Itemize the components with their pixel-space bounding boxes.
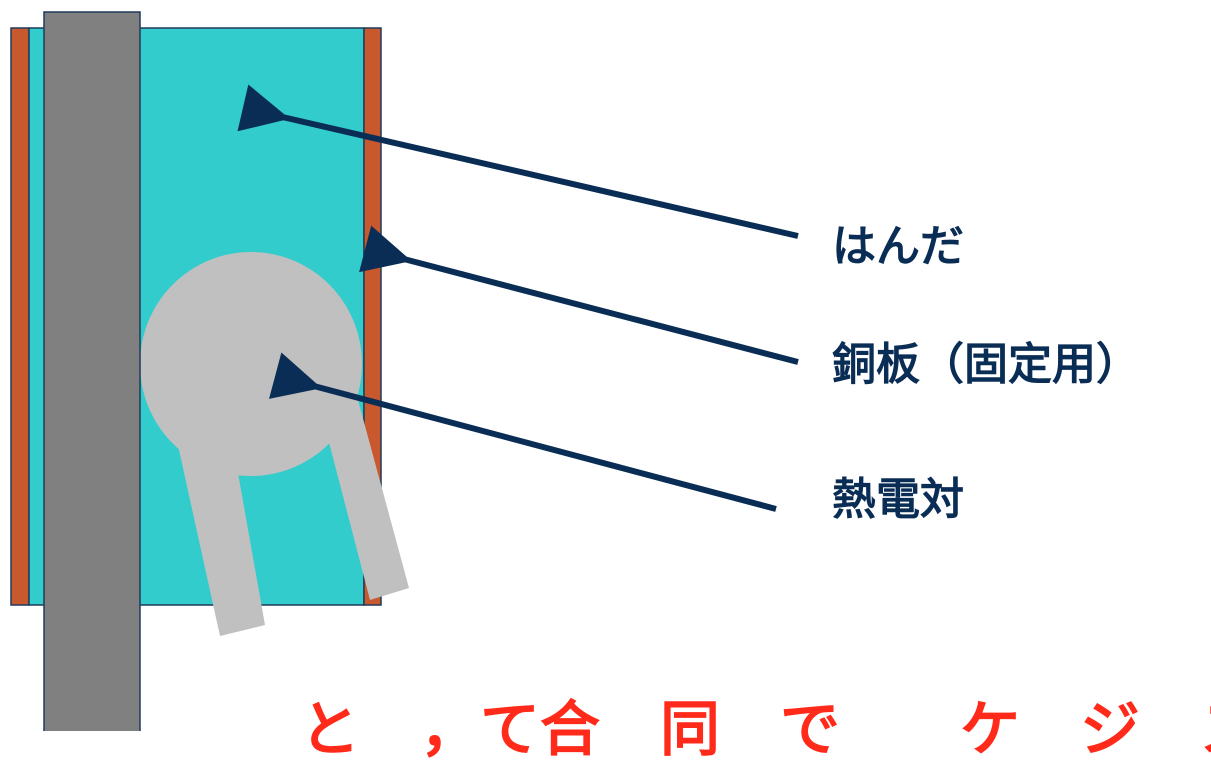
arrow-thermocouple <box>269 352 777 512</box>
thermocouple-leg-right <box>318 400 409 600</box>
thermocouple-bead <box>140 252 362 476</box>
arrow-solder <box>237 84 799 239</box>
thermocouple-label: 熱電対 <box>832 474 964 525</box>
footer-caption: と ，て合 同 で ケ ジ ス <box>300 695 1211 765</box>
solder-label: はんだ <box>832 221 964 272</box>
central-rod <box>43 11 141 731</box>
copper-plate-left <box>10 27 30 606</box>
arrow-copper-plate <box>359 225 799 365</box>
cross-section-diagram <box>10 11 799 731</box>
copper-plate-label: 銅板（固定用） <box>832 339 1140 390</box>
